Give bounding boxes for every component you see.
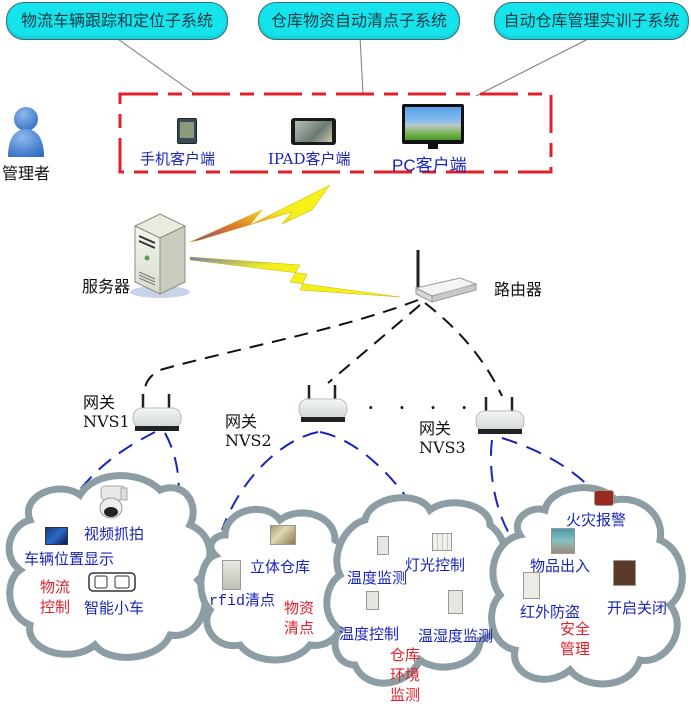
infrared-sensor-icon	[523, 572, 540, 599]
group-label-line: 安全	[560, 620, 591, 638]
door-switch-icon	[613, 560, 636, 586]
gateway-id: NVS3	[419, 438, 466, 457]
subsystem-connectors	[114, 36, 593, 97]
item-fire-alarm[interactable]: 火灾报警	[566, 511, 627, 529]
monitor-stand	[428, 144, 438, 149]
group-label-line: 环境	[390, 666, 421, 684]
gw2-link-left	[221, 431, 319, 531]
tablet-icon	[291, 118, 336, 145]
group-label-logistics: 物流 控制	[40, 577, 70, 617]
gateway-ellipsis: · · · ·	[368, 398, 477, 417]
router-link-nvs2	[327, 304, 421, 384]
subsystem-pill-auto-inventory[interactable]: 仓库物资自动清点子系统	[258, 2, 460, 40]
gateway-label: 网关	[83, 393, 116, 412]
group-label-line: 物流	[40, 578, 71, 596]
rfid-reader-icon	[222, 560, 241, 590]
connector-line	[114, 36, 196, 95]
item-rfid-count[interactable]: rfid清点	[209, 593, 276, 610]
light-switch-icon	[432, 533, 452, 551]
group-label-line: 控制	[40, 598, 71, 616]
subsystem-label: 物流车辆跟踪和定位子系统	[20, 11, 213, 30]
smart-car-icon	[88, 572, 136, 592]
temp-sensor-icon	[377, 536, 389, 555]
router-link-nvs3	[424, 302, 503, 397]
item-infrared-antitheft[interactable]: 红外防盗	[520, 603, 581, 621]
cloud-logistics	[5, 472, 214, 661]
item-stereo-warehouse[interactable]: 立体仓库	[250, 558, 311, 576]
router-label: 路由器	[494, 280, 543, 299]
cloud-environment	[323, 494, 510, 687]
connector-line	[475, 36, 593, 97]
gw2-link-right	[319, 431, 413, 506]
temp-controller-icon	[366, 591, 379, 610]
item-temp-monitor[interactable]: 温度监测	[347, 569, 408, 587]
subsystem-label: 自动仓库管理实训子系统	[503, 11, 680, 30]
access-gate-icon	[551, 528, 575, 554]
clouds	[5, 472, 686, 688]
subsystem-label: 仓库物资自动清点子系统	[270, 11, 447, 30]
user-icon	[8, 107, 44, 157]
group-label-line: 清点	[284, 619, 315, 637]
router-link-nvs1	[143, 299, 419, 393]
client-label-ipad[interactable]: IPAD客户端	[268, 150, 351, 168]
item-temp-control[interactable]: 温度控制	[339, 625, 400, 643]
gateway-nvs1-icon[interactable]	[132, 392, 182, 434]
monitor-icon	[402, 104, 464, 144]
server-icon[interactable]	[125, 212, 195, 298]
gw3-link-left	[489, 439, 511, 536]
gateway-nvs2-label: 网关 NVS2	[225, 412, 272, 450]
subsystem-pill-vehicle-tracking[interactable]: 物流车辆跟踪和定位子系统	[6, 2, 228, 40]
item-goods-in-out[interactable]: 物品出入	[530, 557, 591, 575]
gateway-nvs3-label: 网关 NVS3	[419, 419, 466, 457]
gateway-label: 网关	[419, 419, 452, 438]
item-temp-humidity-monitor[interactable]: 温湿度监测	[418, 627, 494, 645]
connector-line	[359, 36, 364, 95]
group-label-line: 仓库	[390, 646, 421, 664]
client-label-pc[interactable]: PC客户端	[392, 156, 467, 175]
group-label-line: 物资	[284, 599, 315, 617]
gateway-nvs3-icon[interactable]	[475, 395, 525, 437]
wireless-link-bolt	[189, 184, 331, 243]
cloud-inventory	[197, 505, 353, 664]
fire-alarm-icon	[594, 490, 614, 506]
group-label-line: 管理	[560, 640, 591, 658]
humidity-sensor-icon	[448, 590, 463, 614]
client-group-box	[118, 92, 553, 174]
ptz-camera-icon	[99, 485, 128, 519]
item-open-close[interactable]: 开启关闭	[607, 599, 668, 617]
group-label-inventory: 物资 清点	[284, 598, 314, 638]
group-label-line: 监测	[390, 686, 421, 704]
group-label-security: 安全 管理	[560, 619, 590, 659]
vehicle-map-icon	[45, 527, 68, 545]
gateway-nvs2-icon[interactable]	[298, 383, 348, 425]
mobile-phone-icon	[177, 118, 197, 144]
gateway-id: NVS1	[83, 412, 130, 431]
item-vehicle-position[interactable]: 车辆位置显示	[24, 550, 115, 568]
client-label-mobile[interactable]: 手机客户端	[140, 150, 216, 168]
gateway-id: NVS2	[225, 431, 272, 450]
subsystem-pill-warehouse-training[interactable]: 自动仓库管理实训子系统	[494, 2, 689, 40]
server-label: 服务器	[82, 277, 131, 296]
item-video-capture[interactable]: 视频抓拍	[84, 525, 145, 543]
item-smart-car[interactable]: 智能小车	[84, 599, 145, 617]
router-icon[interactable]	[410, 248, 480, 304]
stereo-warehouse-icon	[270, 525, 296, 545]
gateway-label: 网关	[225, 412, 258, 431]
group-label-environment: 仓库 环境 监测	[390, 645, 420, 705]
item-light-control[interactable]: 灯光控制	[405, 556, 466, 574]
wireless-link-bolt	[189, 256, 401, 298]
admin-label: 管理者	[2, 164, 51, 183]
gateway-nvs1-label: 网关 NVS1	[83, 393, 130, 431]
cloud-security	[488, 484, 686, 688]
router-links	[143, 299, 503, 397]
